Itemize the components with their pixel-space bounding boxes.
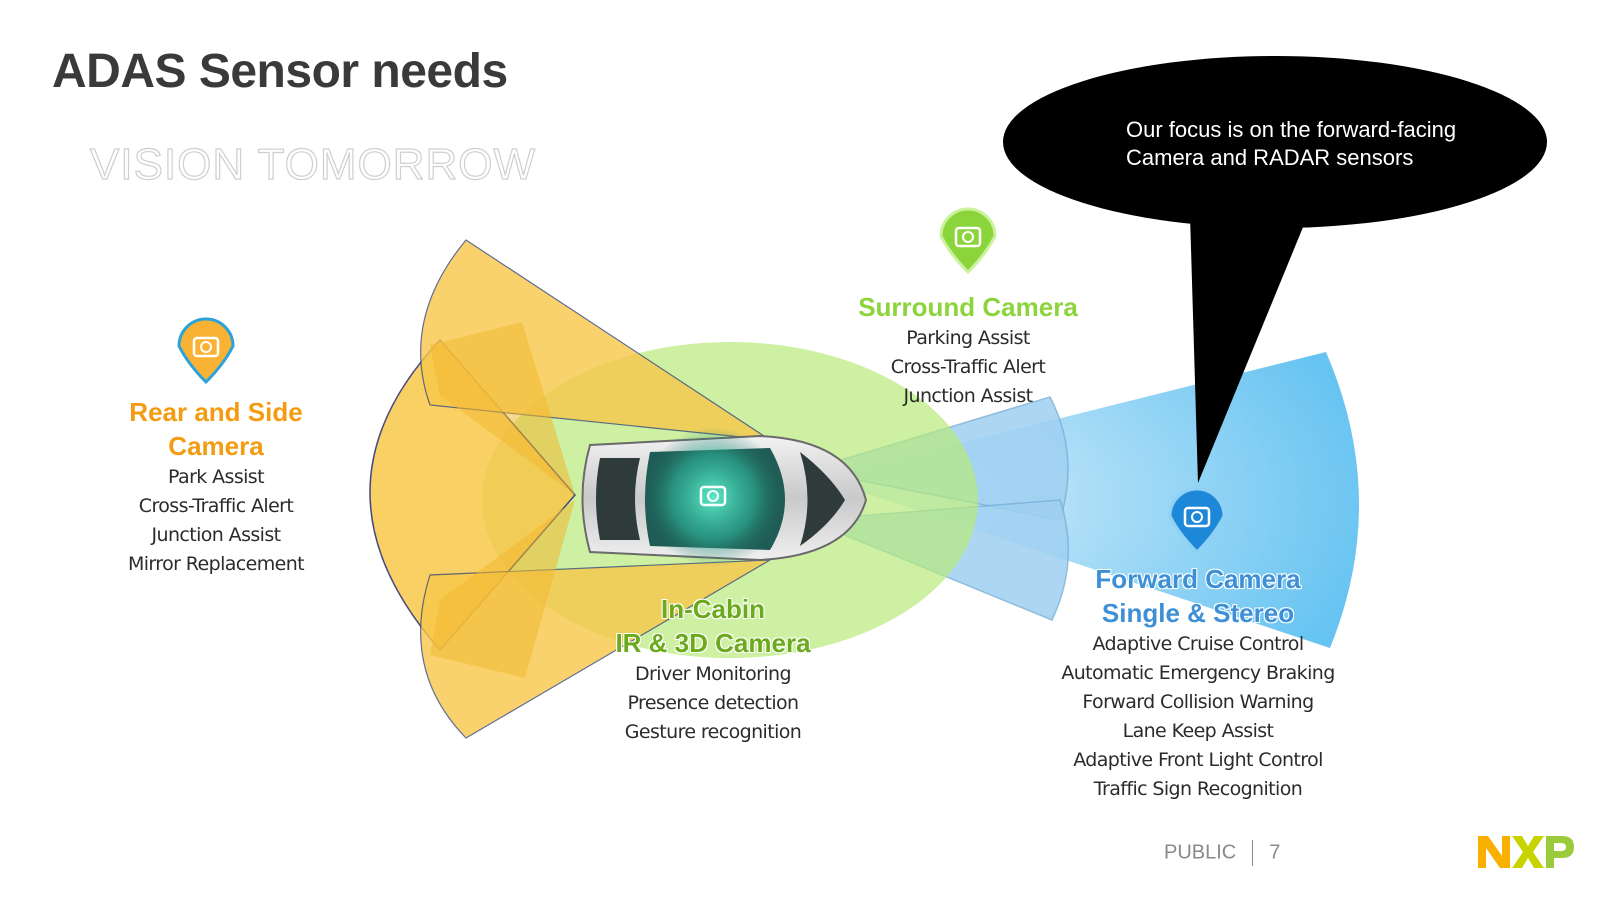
ghost-subtitle: VISION TOMORROW	[89, 139, 537, 189]
rear-side-overlap-lower	[430, 500, 575, 678]
forward-camera-coverage	[820, 352, 1360, 648]
surround-feature: Junction Assist	[903, 385, 1034, 407]
nxp-logo	[1478, 836, 1574, 868]
slide-title: ADAS Sensor needs	[52, 45, 508, 98]
surround-feature: Cross-Traffic Alert	[890, 356, 1046, 378]
rear-side-overlap-upper	[430, 322, 575, 495]
surround-camera-pin	[939, 207, 997, 275]
surround-feature: Parking Assist	[906, 327, 1030, 349]
in-cabin-camera-title-2: IR & 3D Camera	[615, 628, 811, 658]
rear-side-feature: Cross-Traffic Alert	[138, 495, 294, 517]
slide-footer: PUBLIC 7	[1164, 840, 1280, 866]
rear-side-feature: Mirror Replacement	[127, 553, 305, 575]
forward-feature: Adaptive Front Light Control	[1073, 749, 1323, 771]
in-cabin-camera-title-1: In-Cabin	[661, 594, 765, 624]
classification-label: PUBLIC	[1164, 841, 1237, 864]
forward-feature: Traffic Sign Recognition	[1093, 778, 1303, 800]
in-cabin-camera-icon	[699, 485, 727, 507]
rear-side-feature: Park Assist	[168, 466, 265, 488]
footer-divider	[1252, 840, 1254, 866]
page-number: 7	[1269, 841, 1281, 864]
in-cabin-feature: Driver Monitoring	[635, 663, 792, 685]
rear-camera-coverage	[369, 338, 576, 652]
forward-feature: Adaptive Cruise Control	[1092, 633, 1304, 655]
in-cabin-feature: Presence detection	[627, 692, 800, 714]
forward-feature: Lane Keep Assist	[1122, 720, 1274, 742]
callout-text: Our focus is on the forward-facing Camer…	[1126, 117, 1457, 170]
forward-camera-label: Forward Camera Single & Stereo Adaptive …	[1058, 562, 1338, 804]
forward-feature: Automatic Emergency Braking	[1061, 662, 1335, 684]
in-cabin-camera-label: In-Cabin IR & 3D Camera Driver Monitorin…	[593, 592, 833, 747]
rear-side-camera-label: Rear and Side Camera Park Assist Cross-T…	[96, 395, 336, 579]
in-cabin-feature: Gesture recognition	[624, 721, 802, 743]
forward-camera-pin	[1168, 487, 1226, 555]
forward-feature: Forward Collision Warning	[1082, 691, 1314, 713]
car-top-view	[581, 427, 868, 567]
rear-side-feature: Junction Assist	[151, 524, 282, 546]
rear-side-camera-title-1: Rear and Side	[129, 397, 303, 427]
rear-side-camera-pin	[177, 317, 235, 385]
surround-camera-label: Surround Camera Parking Assist Cross-Tra…	[838, 290, 1098, 411]
callout-speech-bubble	[1003, 56, 1547, 483]
rear-side-camera-title-2: Camera	[168, 431, 264, 461]
surround-camera-title: Surround Camera	[858, 292, 1078, 322]
forward-camera-title-2: Single & Stereo	[1101, 598, 1295, 628]
forward-camera-title-1: Forward Camera	[1095, 564, 1301, 594]
